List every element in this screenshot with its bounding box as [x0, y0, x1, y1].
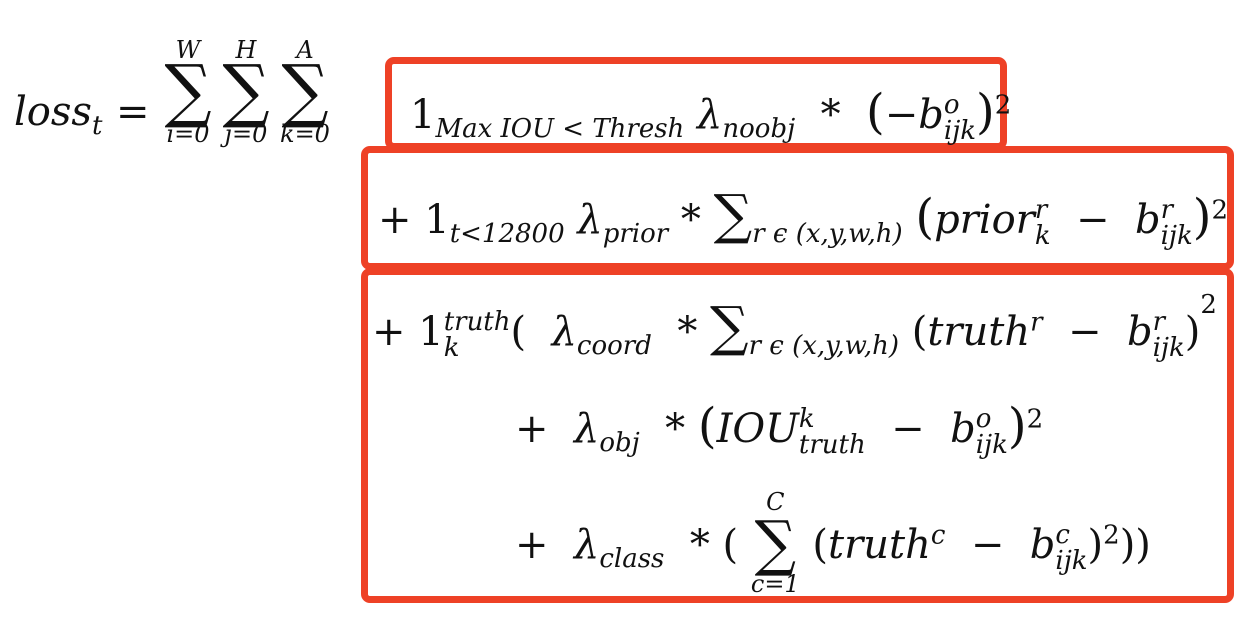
sum-j: H ∑ j=0: [222, 36, 270, 148]
loss-lhs: losst: [14, 89, 103, 141]
equals-sign: =: [116, 89, 150, 135]
sum-i: W ∑ i=0: [164, 36, 212, 148]
sum-class: C ∑ c=1: [750, 488, 800, 598]
sum-k: A ∑ k=0: [280, 36, 330, 148]
highlight-box-truth: [361, 268, 1234, 603]
term-prior: + 1t<12800 λprior * ∑r ϵ (x,y,w,h) (prio…: [378, 183, 1228, 251]
highlight-box-prior: [361, 146, 1234, 270]
